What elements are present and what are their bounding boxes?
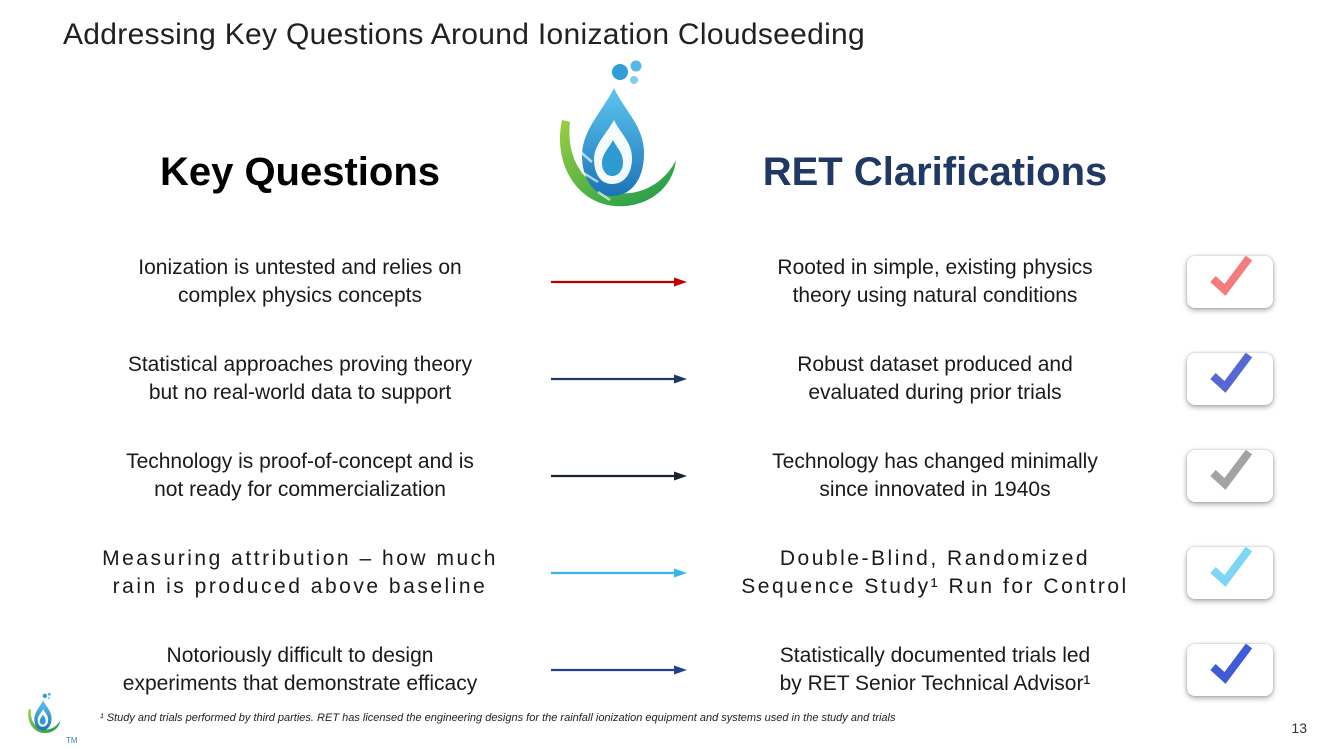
clarification-line: theory using natural conditions [792,283,1078,307]
question-text: Measuring attribution – how much rain is… [60,545,540,600]
qa-row: Technology is proof-of-concept and is no… [0,427,1333,524]
checkmark-icon [1210,449,1253,490]
clarification-text: Statistically documented trials led by R… [695,642,1175,697]
page-number: 13 [1291,720,1307,736]
check [1175,643,1285,696]
question-text: Ionization is untested and relies on com… [60,254,540,309]
question-line: Technology is proof-of-concept and is [126,449,474,473]
tm-label: TM [66,736,78,745]
clarification-line: Robust dataset produced and [797,352,1073,376]
clarification-line: by RET Senior Technical Advisor¹ [779,671,1091,695]
arrow [540,275,695,289]
clarification-line: Sequence Study¹ Run for Control [741,574,1129,598]
checkmark-badge [1187,546,1273,599]
clarification-text: Rooted in simple, existing physics theor… [695,254,1175,309]
clarification-line: Rooted in simple, existing physics [777,255,1093,279]
question-text: Technology is proof-of-concept and is no… [60,448,540,503]
question-line: not ready for commercialization [154,477,446,501]
question-line: rain is produced above baseline [112,574,488,598]
arrow [540,469,695,483]
check [1175,449,1285,502]
slide-title: Addressing Key Questions Around Ionizati… [63,18,866,51]
question-line: but no real-world data to support [148,380,452,404]
question-text: Notoriously difficult to design experime… [60,642,540,697]
ret-logo-icon [559,60,676,207]
checkmark-badge [1187,352,1273,405]
checkmark-badge [1187,255,1273,308]
arrow-icon [550,665,687,674]
checkmark-icon [1210,546,1253,587]
arrow [540,372,695,386]
question-text: Statistical approaches proving theory bu… [60,351,540,406]
clarification-line: Technology has changed minimally [772,449,1098,473]
clarification-text: Technology has changed minimally since i… [695,448,1175,503]
qa-rows: Ionization is untested and relies on com… [0,233,1333,718]
checkmark-badge [1187,643,1273,696]
check [1175,546,1285,599]
checkmark-icon [1210,352,1253,393]
checkmark-icon [1210,255,1253,296]
clarification-line: evaluated during prior trials [808,380,1062,404]
clarification-text: Robust dataset produced and evaluated du… [695,351,1175,406]
ret-logo-small: TM [26,692,78,745]
clarification-text: Double-Blind, Randomized Sequence Study¹… [695,545,1175,600]
arrow [540,566,695,580]
ret-logo-small-icon [28,692,61,733]
arrow [540,663,695,677]
question-line: Notoriously difficult to design [166,643,434,667]
qa-row: Statistical approaches proving theory bu… [0,330,1333,427]
checkmark-icon [1210,643,1253,684]
arrow-icon [550,568,687,577]
question-line: Measuring attribution – how much [102,546,498,570]
clarification-line: Double-Blind, Randomized [779,546,1091,570]
qa-row: Ionization is untested and relies on com… [0,233,1333,330]
question-line: Ionization is untested and relies on [138,255,462,279]
arrow-icon [550,277,687,286]
question-line: experiments that demonstrate efficacy [122,671,478,695]
arrow-icon [550,374,687,383]
question-line: Statistical approaches proving theory [127,352,473,376]
check [1175,352,1285,405]
footnote: ¹ Study and trials performed by third pa… [100,712,896,724]
qa-row: Measuring attribution – how much rain is… [0,524,1333,621]
clarification-line: Statistically documented trials led [779,643,1091,667]
ret-clarifications-header: RET Clarifications [762,150,1108,194]
ret-logo [552,58,682,233]
checkmark-badge [1187,449,1273,502]
check [1175,255,1285,308]
key-questions-header: Key Questions [159,150,441,194]
question-line: complex physics concepts [178,283,422,307]
clarification-line: since innovated in 1940s [819,477,1051,501]
arrow-icon [550,471,687,480]
qa-row: Notoriously difficult to design experime… [0,621,1333,718]
